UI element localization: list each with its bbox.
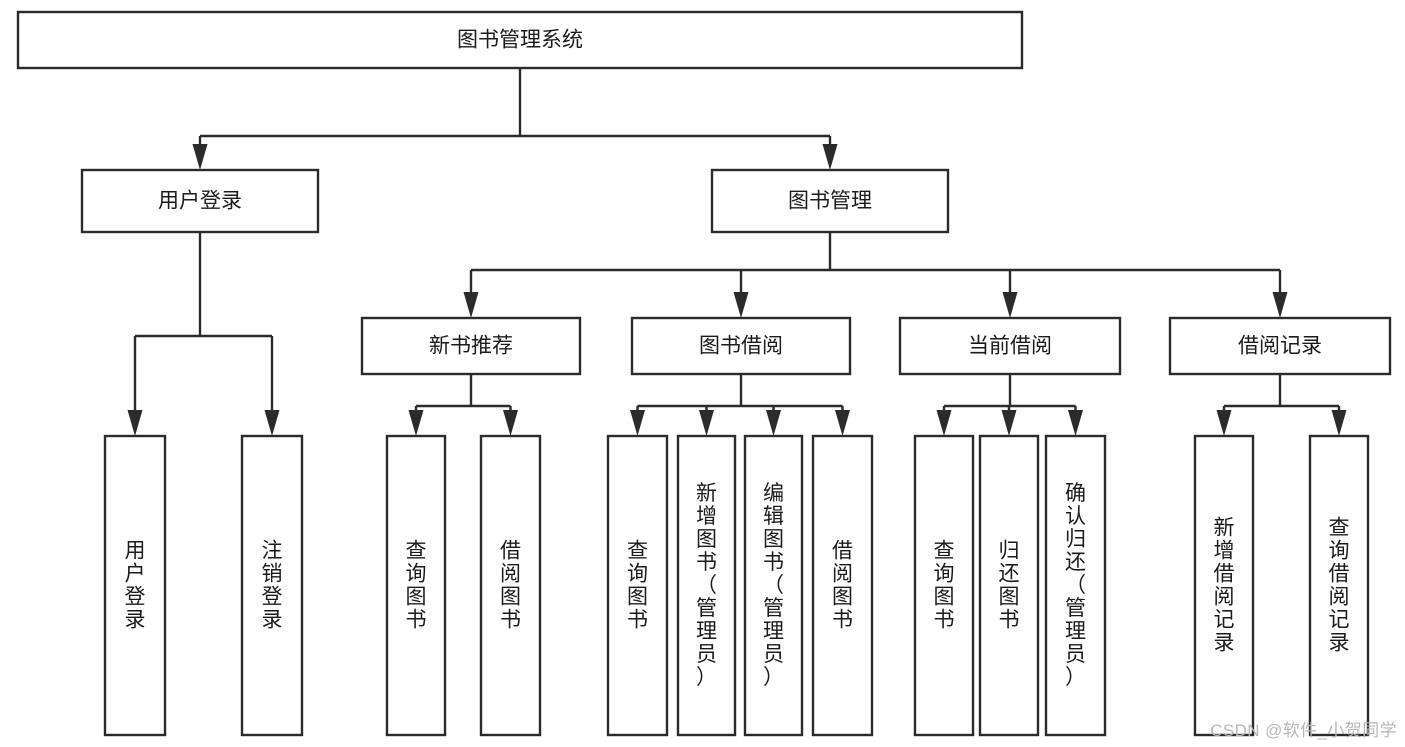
arrow-head-icon	[503, 410, 518, 436]
node-l-rec-borrow[interactable]: 借阅图书	[479, 434, 542, 737]
node-label: 借阅图书	[500, 539, 521, 631]
node-box	[360, 316, 582, 376]
node-l-cb-return[interactable]: 归还图书	[978, 434, 1040, 737]
node-label: 查询图书	[406, 539, 427, 631]
node-box	[240, 434, 304, 737]
node-box	[606, 434, 669, 737]
node-box	[385, 434, 447, 737]
arrow-head-icon	[1068, 410, 1083, 436]
node-box	[16, 10, 1024, 70]
arrow-head-icon	[264, 410, 280, 436]
node-box	[710, 168, 950, 234]
node-n-new-book-rec[interactable]: 新书推荐	[360, 316, 582, 376]
node-n-user-login-group[interactable]: 用户登录	[80, 168, 320, 234]
arrow-head-icon	[1216, 410, 1232, 436]
node-l-bb-borrow[interactable]: 借阅图书	[811, 434, 874, 737]
node-l-cb-query[interactable]: 查询图书	[913, 434, 975, 737]
connector-layer	[127, 68, 1347, 436]
arrow-head-icon	[822, 144, 838, 170]
node-label: 借阅记录	[1238, 335, 1322, 358]
node-n-borrow-record[interactable]: 借阅记录	[1168, 316, 1392, 376]
arrow-head-icon	[1001, 410, 1017, 436]
arrow-head-icon	[630, 410, 645, 436]
node-l-bb-query[interactable]: 查询图书	[606, 434, 669, 737]
node-label: 查询借阅记录	[1329, 516, 1350, 654]
arrow-head-icon	[766, 410, 781, 436]
arrow-head-icon	[1331, 410, 1347, 436]
node-label: 归还图书	[999, 539, 1020, 631]
node-label: 确认归还（管理员）	[1065, 482, 1086, 689]
node-l-bb-add[interactable]: 新增图书（管理员）	[676, 434, 737, 737]
node-l-user-logout[interactable]: 注销登录	[240, 434, 304, 737]
arrow-head-icon	[1272, 292, 1288, 318]
node-label: 编辑图书（管理员）	[763, 482, 784, 689]
node-box	[913, 434, 975, 737]
node-label: 用户登录	[125, 539, 146, 631]
node-label: 查询图书	[934, 539, 955, 631]
node-box	[898, 316, 1122, 376]
arrow-head-icon	[699, 410, 714, 436]
node-box	[479, 434, 542, 737]
node-n-current-borrow[interactable]: 当前借阅	[898, 316, 1122, 376]
arrow-head-icon	[408, 410, 424, 436]
node-label: 查询图书	[627, 539, 648, 631]
node-l-cb-confirm[interactable]: 确认归还（管理员）	[1044, 434, 1107, 737]
node-box	[1044, 434, 1107, 737]
node-label: 新增图书（管理员）	[696, 482, 717, 689]
arrow-head-icon	[936, 410, 952, 436]
node-layer: 图书管理系统用户登录图书管理新书推荐图书借阅当前借阅借阅记录用户登录注销登录查询…	[16, 10, 1392, 737]
node-box	[630, 316, 852, 376]
node-label: 当前借阅	[968, 335, 1052, 358]
node-label: 图书管理系统	[457, 29, 583, 52]
node-box	[1308, 434, 1370, 737]
node-root[interactable]: 图书管理系统	[16, 10, 1024, 70]
node-box	[676, 434, 737, 737]
node-l-br-query[interactable]: 查询借阅记录	[1308, 434, 1370, 737]
node-label: 借阅图书	[832, 539, 853, 631]
csdn-watermark: CSDN @软件_小贺同学	[1210, 721, 1397, 740]
node-l-bb-edit[interactable]: 编辑图书（管理员）	[743, 434, 804, 737]
node-label: 图书管理	[788, 190, 872, 213]
node-label: 注销登录	[262, 539, 283, 631]
node-box	[811, 434, 874, 737]
arrow-head-icon	[192, 144, 208, 170]
node-label: 用户登录	[158, 190, 242, 213]
node-l-user-login[interactable]: 用户登录	[103, 434, 167, 737]
node-n-book-mgmt-group[interactable]: 图书管理	[710, 168, 950, 234]
node-label: 新书推荐	[429, 335, 513, 358]
arrow-head-icon	[733, 292, 749, 318]
node-label: 图书借阅	[699, 335, 783, 358]
node-box	[80, 168, 320, 234]
node-box	[978, 434, 1040, 737]
node-box	[743, 434, 804, 737]
arrow-head-icon	[463, 292, 479, 318]
node-box	[1168, 316, 1392, 376]
arrow-head-icon	[127, 410, 143, 436]
node-n-book-borrow[interactable]: 图书借阅	[630, 316, 852, 376]
node-l-rec-query[interactable]: 查询图书	[385, 434, 447, 737]
node-l-br-add[interactable]: 新增借阅记录	[1193, 434, 1255, 737]
arrow-head-icon	[835, 410, 850, 436]
node-box	[1193, 434, 1255, 737]
node-box	[103, 434, 167, 737]
arrow-head-icon	[1002, 292, 1018, 318]
node-label: 新增借阅记录	[1214, 516, 1235, 654]
